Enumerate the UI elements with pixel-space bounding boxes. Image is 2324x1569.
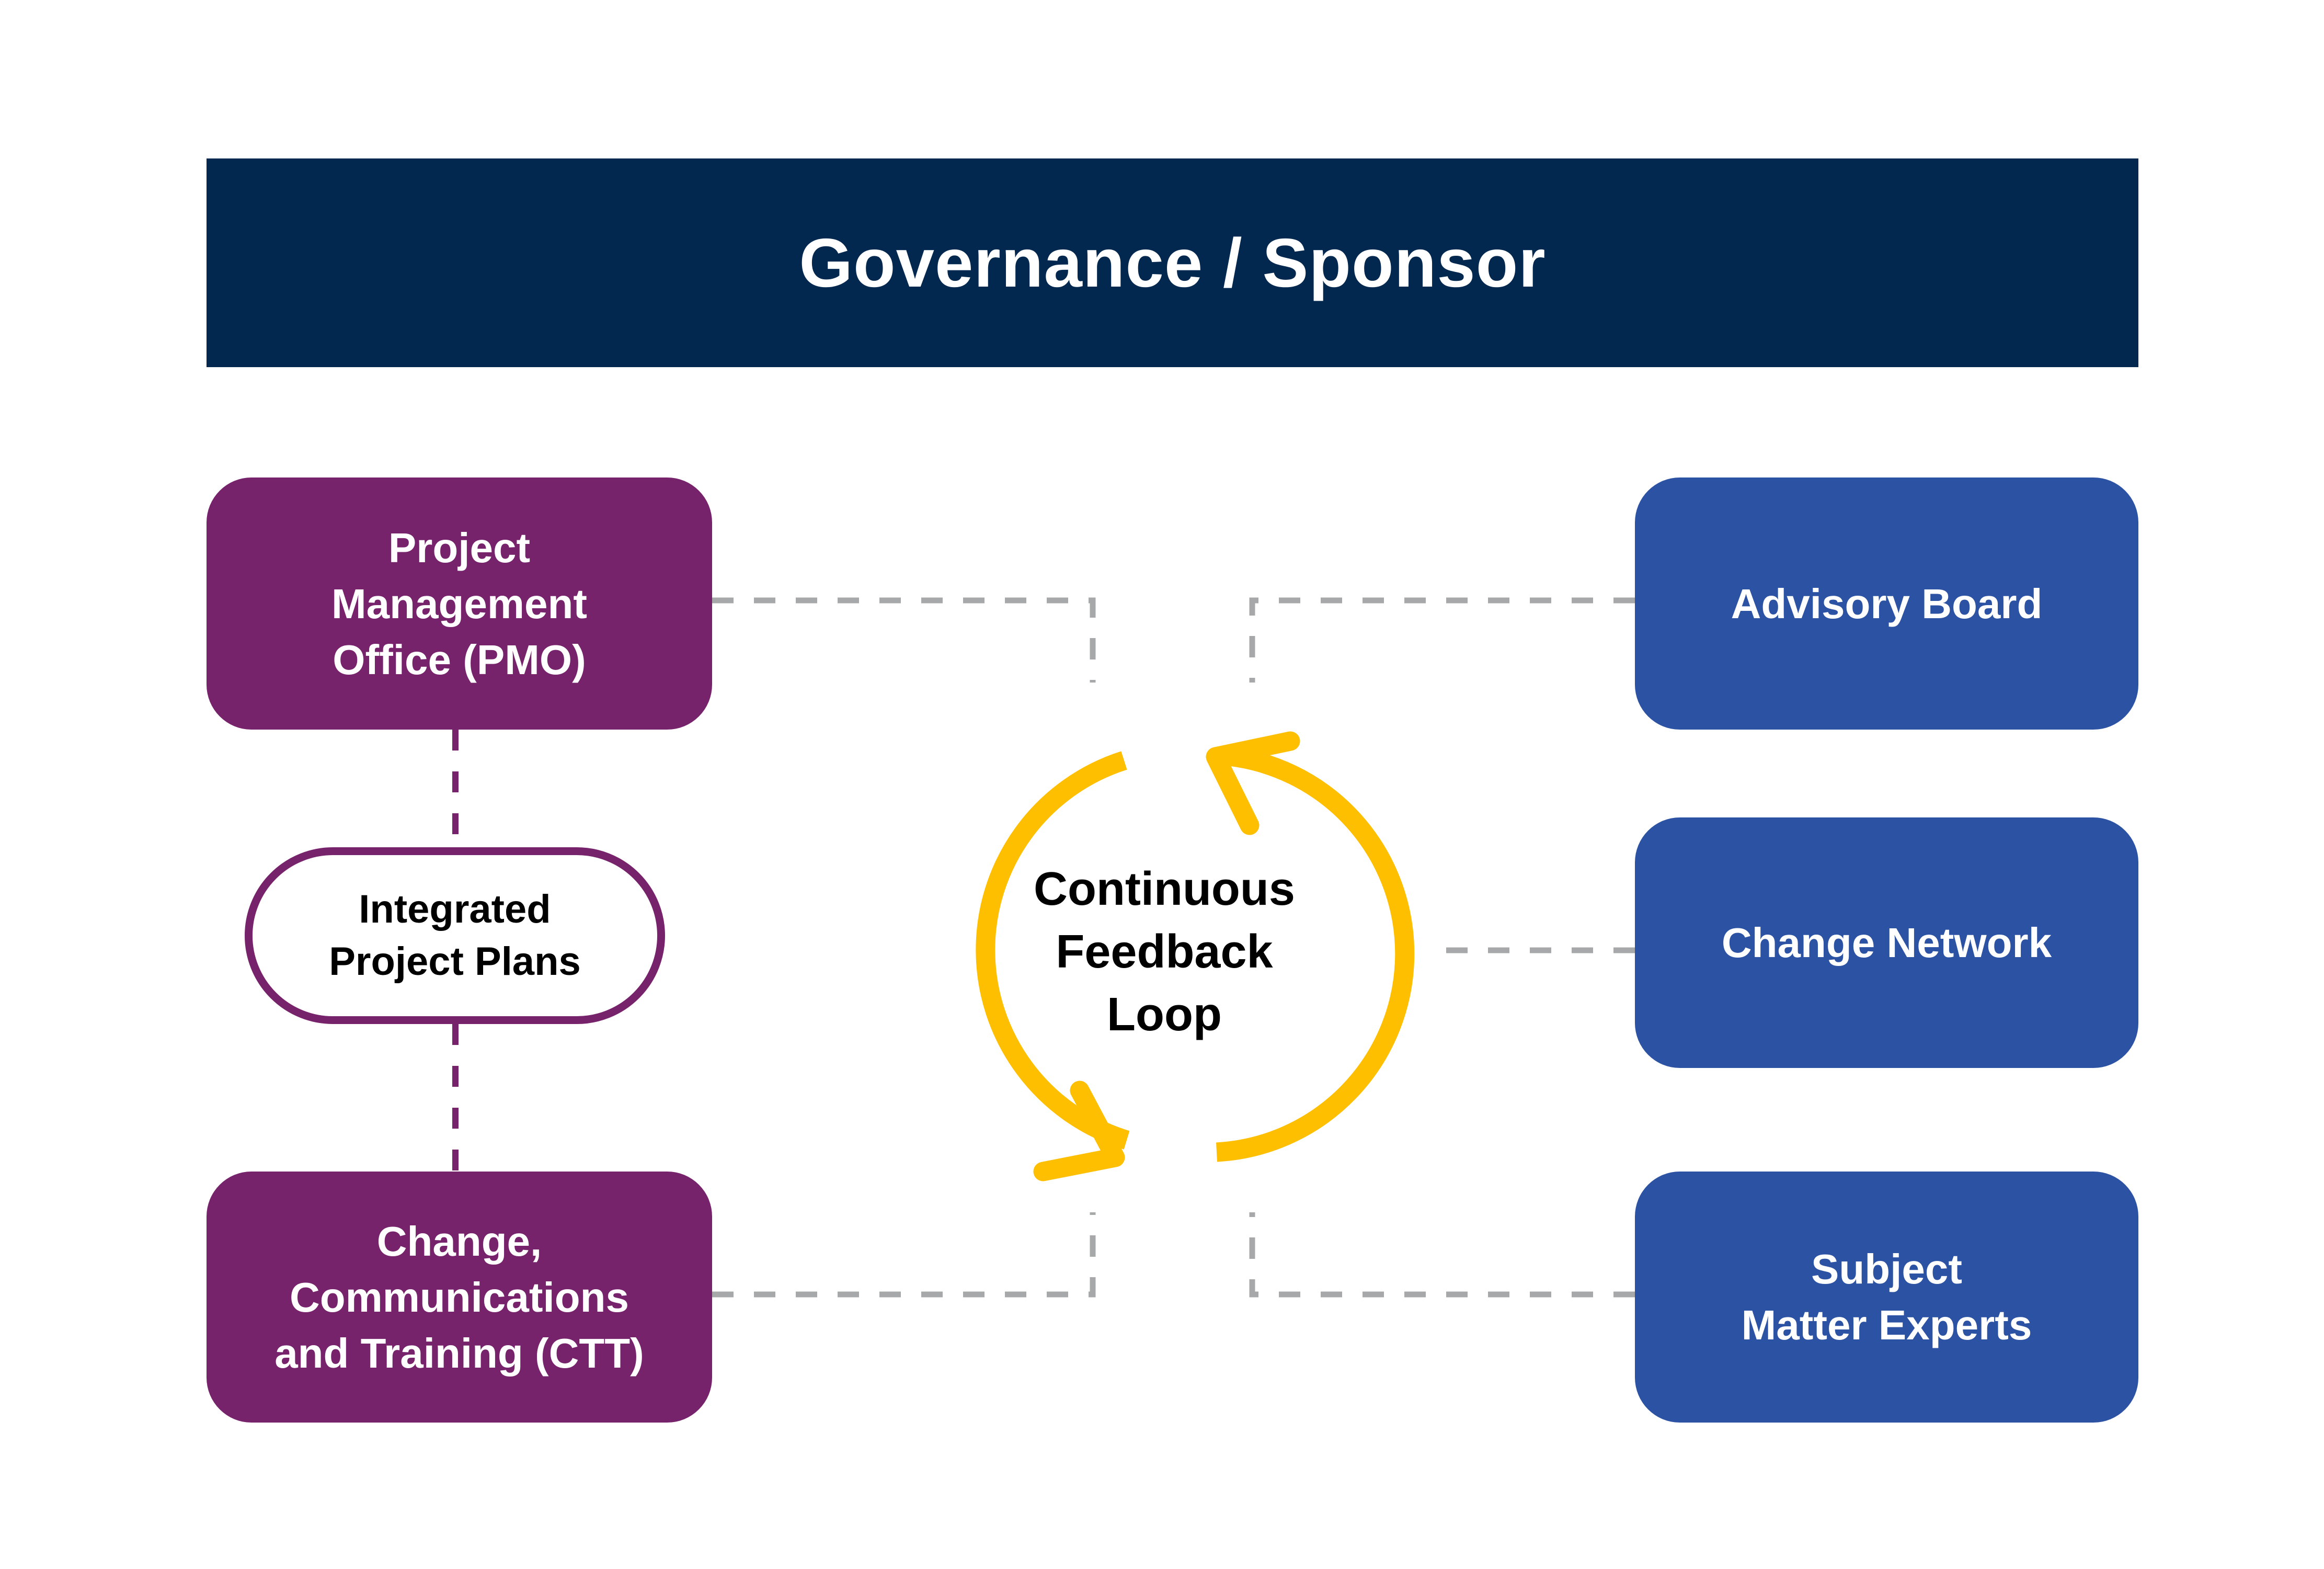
sme-label: Subject Matter Experts <box>1741 1246 2032 1348</box>
ctt-box: Change, Communications and Training (CTT… <box>207 1172 712 1423</box>
banner-title: Governance / Sponsor <box>799 224 1546 301</box>
feedback-loop-label: Continuous Feedback Loop <box>1034 863 1295 1041</box>
integrated-project-plans-pill: Integrated Project Plans <box>245 847 665 1024</box>
connector-ctt-loop <box>712 1212 1096 1298</box>
advisory-board-label: Advisory Board <box>1731 580 2043 627</box>
ctt-label: Change, Communications and Training (CTT… <box>274 1218 644 1377</box>
pmo-box: Project Management Office (PMO) <box>207 477 712 730</box>
feedback-loop-label-wrap: Continuous Feedback Loop <box>1008 858 1321 1046</box>
loop-arrowhead-bottom <box>1033 1081 1125 1181</box>
pmo-label: Project Management Office (PMO) <box>331 524 587 683</box>
pill-label: Integrated Project Plans <box>329 887 581 984</box>
connector-pmo-loop <box>712 597 1096 683</box>
connector-advisory-loop <box>1249 597 1635 683</box>
advisory-board-box: Advisory Board <box>1635 477 2138 730</box>
loop-arrowhead-top <box>1206 731 1300 835</box>
change-network-box: Change Network <box>1635 817 2138 1068</box>
cycle-arrows-icon <box>976 731 1415 1181</box>
loop-arc-left <box>976 751 1130 1150</box>
change-network-label: Change Network <box>1721 919 2052 966</box>
governance-sponsor-banner: Governance / Sponsor <box>207 158 2138 367</box>
subject-matter-experts-box: Subject Matter Experts <box>1635 1172 2138 1423</box>
connector-sme-loop <box>1249 1212 1635 1298</box>
loop-arc-right <box>1216 746 1415 1162</box>
